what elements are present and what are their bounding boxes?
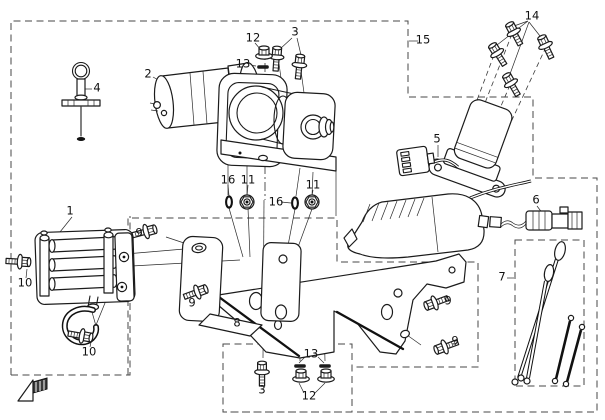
- part-callout-7: 7: [498, 269, 506, 284]
- part-callout-11: 11: [240, 172, 256, 187]
- part-callout-16: 16: [220, 172, 236, 187]
- bolt-3a: [267, 45, 286, 73]
- battery-cables: [511, 241, 586, 388]
- mounting-bracket-main: [211, 242, 467, 359]
- bolt-3b: [290, 52, 309, 81]
- part-callout-11: 11: [305, 177, 321, 192]
- roller-fairlead: [34, 227, 136, 306]
- washer-13a: [257, 65, 269, 69]
- flange-nut-12c: [317, 368, 335, 383]
- part-callout-2: 2: [144, 66, 152, 81]
- flange-nut-12a: [255, 45, 273, 60]
- anchor-pin: [61, 61, 101, 141]
- bolt-14a: [501, 18, 528, 49]
- part-callout-10: 10: [81, 344, 97, 359]
- part-callout-9: 9: [451, 333, 459, 348]
- part-callout-3: 3: [291, 24, 299, 39]
- part-callout-4: 4: [93, 80, 101, 95]
- washer-16a: [225, 195, 233, 209]
- part-callout-12: 12: [301, 388, 317, 403]
- part-callout-9: 9: [444, 293, 452, 308]
- nut-11a: [239, 194, 255, 210]
- part-callout-9: 9: [135, 225, 143, 240]
- part-callout-10: 10: [17, 275, 33, 290]
- mounting-bracket-left: [178, 235, 263, 337]
- winch-drum-frame: [216, 62, 337, 172]
- washer-13c: [319, 364, 331, 368]
- part-callout-12: 12: [245, 30, 261, 45]
- part-callout-6: 6: [532, 192, 540, 207]
- bolt-14d: [498, 69, 525, 100]
- winch-motor: [149, 67, 235, 129]
- part-callout-5: 5: [433, 131, 441, 146]
- direction-arrow-icon: [17, 377, 48, 402]
- flange-nut-12b: [292, 368, 310, 383]
- washer-13b: [294, 364, 306, 368]
- part-callout-9: 9: [188, 295, 196, 310]
- part-callout-13: 13: [303, 346, 319, 361]
- washer-16b: [291, 196, 299, 210]
- part-callout-15: 15: [415, 32, 431, 47]
- part-callout-1: 1: [66, 203, 74, 218]
- remote-cable-connector: [477, 206, 583, 231]
- part-callout-13: 13: [235, 56, 251, 71]
- contactor-unit: [428, 99, 513, 198]
- contactor-wire-connector: [396, 145, 459, 177]
- winch-hook: [61, 295, 100, 346]
- bolt-10a: [5, 253, 32, 271]
- nut-11b: [304, 194, 320, 210]
- part-callout-8: 8: [233, 315, 241, 330]
- part-callout-16: 16: [268, 194, 284, 209]
- part-callout-3: 3: [258, 382, 266, 397]
- part-callout-14: 14: [524, 8, 540, 23]
- bolt-14c: [533, 31, 559, 62]
